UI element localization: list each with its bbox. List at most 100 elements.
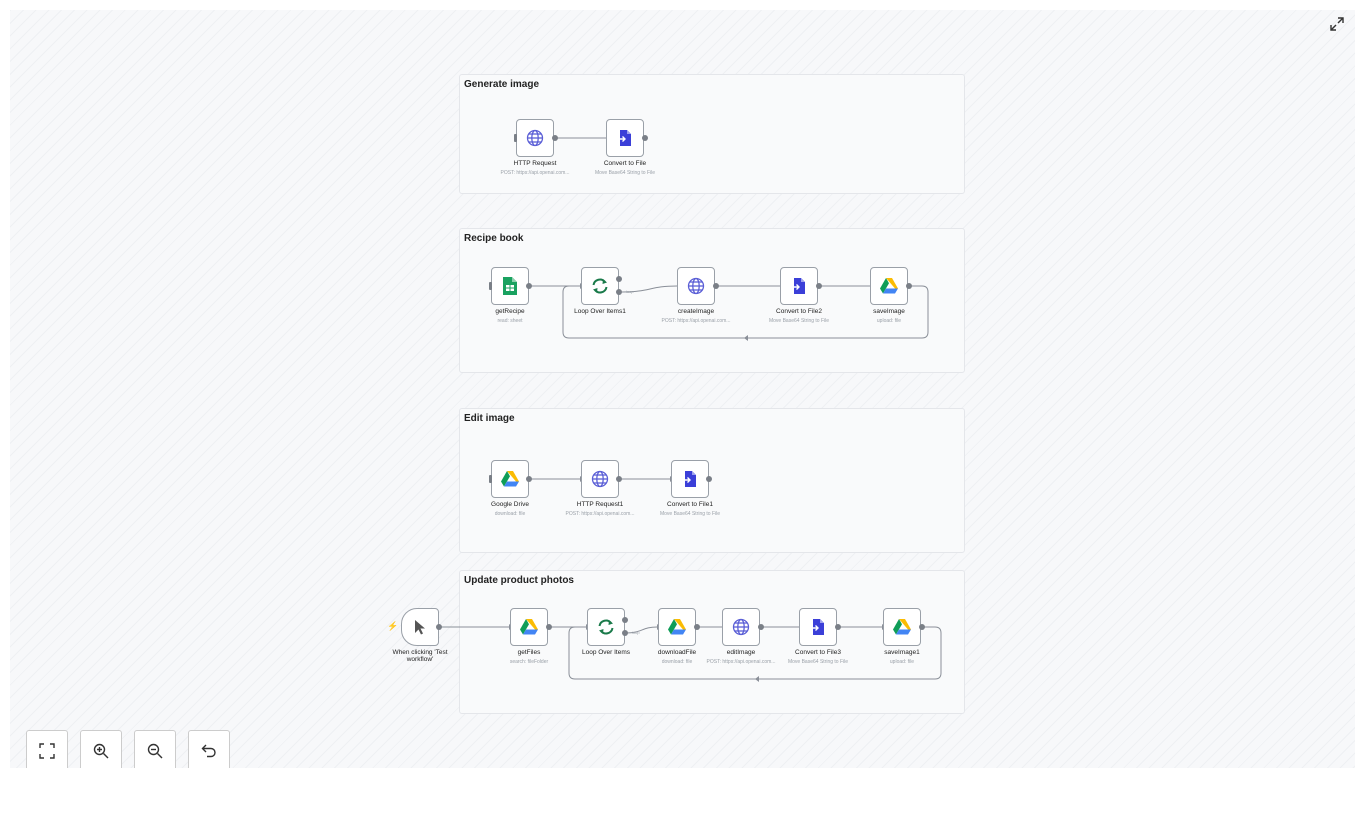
node-label: HTTP Request xyxy=(513,160,557,167)
fit-view-button[interactable] xyxy=(26,730,68,768)
zoom-out-icon xyxy=(147,743,163,759)
output-handle-done[interactable] xyxy=(622,617,628,623)
node-google-drive[interactable] xyxy=(491,460,529,498)
output-handle[interactable] xyxy=(919,624,925,630)
google-drive-icon xyxy=(893,619,911,635)
node-manual-trigger[interactable] xyxy=(401,608,439,646)
node-label: editImage xyxy=(726,649,756,656)
output-handle[interactable] xyxy=(816,283,822,289)
node-label: getRecipe xyxy=(495,308,525,315)
loop-label: loop xyxy=(626,289,634,294)
input-handle[interactable] xyxy=(489,475,492,483)
node-label: Convert to File3 xyxy=(795,649,841,656)
globe-icon xyxy=(687,277,705,295)
output-handle[interactable] xyxy=(526,283,532,289)
node-loop-over-items[interactable] xyxy=(587,608,625,646)
convert-file-icon xyxy=(682,471,696,487)
output-handle[interactable] xyxy=(642,135,648,141)
node-subtitle: download: file xyxy=(661,659,693,665)
sticky-title: Generate image xyxy=(464,79,540,90)
undo-button[interactable] xyxy=(188,730,230,768)
node-loop-over-items1[interactable] xyxy=(581,267,619,305)
node-label: saveImage1 xyxy=(884,649,920,656)
convert-file-icon xyxy=(810,619,824,635)
node-label: Convert to File2 xyxy=(776,308,822,315)
loop-icon xyxy=(592,278,608,294)
zoom-out-button[interactable] xyxy=(134,730,176,768)
output-handle-loop[interactable] xyxy=(616,289,622,295)
convert-file-icon xyxy=(791,278,805,294)
node-label: Google Drive xyxy=(491,501,529,508)
output-handle[interactable] xyxy=(552,135,558,141)
google-drive-icon xyxy=(501,471,519,487)
sticky-title: Recipe book xyxy=(464,233,524,244)
output-handle[interactable] xyxy=(526,476,532,482)
node-subtitle: upload: file xyxy=(889,659,915,665)
output-handle[interactable] xyxy=(436,624,442,630)
google-drive-icon xyxy=(880,278,898,294)
node-subtitle: Move Base64 String to File xyxy=(768,318,830,324)
node-subtitle: Move Base64 String to File xyxy=(787,659,849,665)
loop-icon xyxy=(598,619,614,635)
node-subtitle: POST: https://api.openai.com... xyxy=(706,659,776,665)
node-subtitle: POST: https://api.openai.com... xyxy=(500,170,570,176)
loop-label: loop xyxy=(632,630,640,635)
node-label: downloadFile xyxy=(657,649,697,656)
output-handle-loop[interactable] xyxy=(622,630,628,636)
node-label: getFiles xyxy=(517,649,541,656)
google-drive-icon xyxy=(668,619,686,635)
node-convert-to-file[interactable] xyxy=(606,119,644,157)
node-label: createImage xyxy=(677,308,715,315)
node-label: Convert to File1 xyxy=(667,501,713,508)
node-editimage[interactable] xyxy=(722,608,760,646)
node-getrecipe[interactable] xyxy=(491,267,529,305)
output-handle[interactable] xyxy=(906,283,912,289)
node-subtitle: Move Base64 String to File xyxy=(594,170,656,176)
node-saveimage[interactable] xyxy=(870,267,908,305)
zoom-in-button[interactable] xyxy=(80,730,122,768)
node-label: Convert to File xyxy=(603,160,647,167)
node-subtitle: search: fileFolder xyxy=(509,659,549,665)
output-handle[interactable] xyxy=(758,624,764,630)
fit-view-icon xyxy=(39,743,55,759)
node-label: Loop Over Items1 xyxy=(574,308,626,315)
node-saveimage1[interactable] xyxy=(883,608,921,646)
input-handle[interactable] xyxy=(489,282,492,290)
node-label: saveImage xyxy=(873,308,905,315)
globe-icon xyxy=(591,470,609,488)
expand-icon[interactable] xyxy=(1329,16,1345,32)
node-label: HTTP Request1 xyxy=(576,501,624,508)
trigger-bolt-icon: ⚡ xyxy=(387,621,399,631)
sticky-title: Edit image xyxy=(464,413,515,424)
output-handle[interactable] xyxy=(694,624,700,630)
sticky-edit-image[interactable]: Edit image xyxy=(459,408,965,553)
node-subtitle: read: sheet xyxy=(497,318,523,324)
output-handle[interactable] xyxy=(546,624,552,630)
node-http-request1[interactable] xyxy=(581,460,619,498)
node-createimage[interactable] xyxy=(677,267,715,305)
output-handle[interactable] xyxy=(835,624,841,630)
node-subtitle: POST: https://api.openai.com... xyxy=(565,511,635,517)
output-handle[interactable] xyxy=(706,476,712,482)
node-subtitle: Move Base64 String to File xyxy=(659,511,721,517)
output-handle-done[interactable] xyxy=(616,276,622,282)
globe-icon xyxy=(526,129,544,147)
node-convert-to-file2[interactable] xyxy=(780,267,818,305)
node-subtitle: upload: file xyxy=(876,318,902,324)
google-sheets-icon xyxy=(503,277,517,295)
node-label: When clicking 'Test workflow' xyxy=(392,649,448,664)
sticky-title: Update product photos xyxy=(464,575,574,586)
output-handle[interactable] xyxy=(616,476,622,482)
cursor-icon xyxy=(415,620,425,635)
workflow-canvas[interactable]: Generate image Recipe book Edit image Up… xyxy=(10,10,1355,768)
node-http-request[interactable] xyxy=(516,119,554,157)
node-subtitle: download: file xyxy=(494,511,526,517)
input-handle[interactable] xyxy=(514,134,517,142)
output-handle[interactable] xyxy=(713,283,719,289)
node-convert-to-file1[interactable] xyxy=(671,460,709,498)
convert-file-icon xyxy=(617,130,631,146)
node-convert-to-file3[interactable] xyxy=(799,608,837,646)
node-getfiles[interactable] xyxy=(510,608,548,646)
node-subtitle: POST: https://api.openai.com... xyxy=(661,318,731,324)
node-downloadfile[interactable] xyxy=(658,608,696,646)
